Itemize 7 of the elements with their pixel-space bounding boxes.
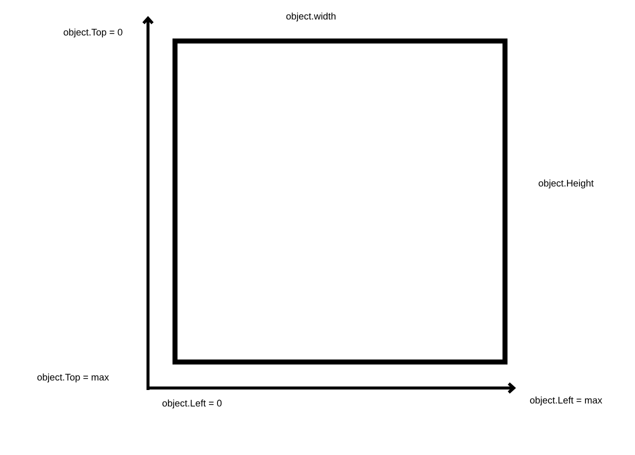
axis-label: object.Top = 0 xyxy=(64,28,122,38)
axis-label: object.Top = max xyxy=(37,374,109,382)
square-box xyxy=(172,38,508,364)
width-label: object.width xyxy=(286,12,336,22)
height-label: object.Height xyxy=(538,180,594,188)
axis-label: object.Left = 0 xyxy=(162,400,222,408)
axis-label: object.Left = max xyxy=(530,396,602,406)
